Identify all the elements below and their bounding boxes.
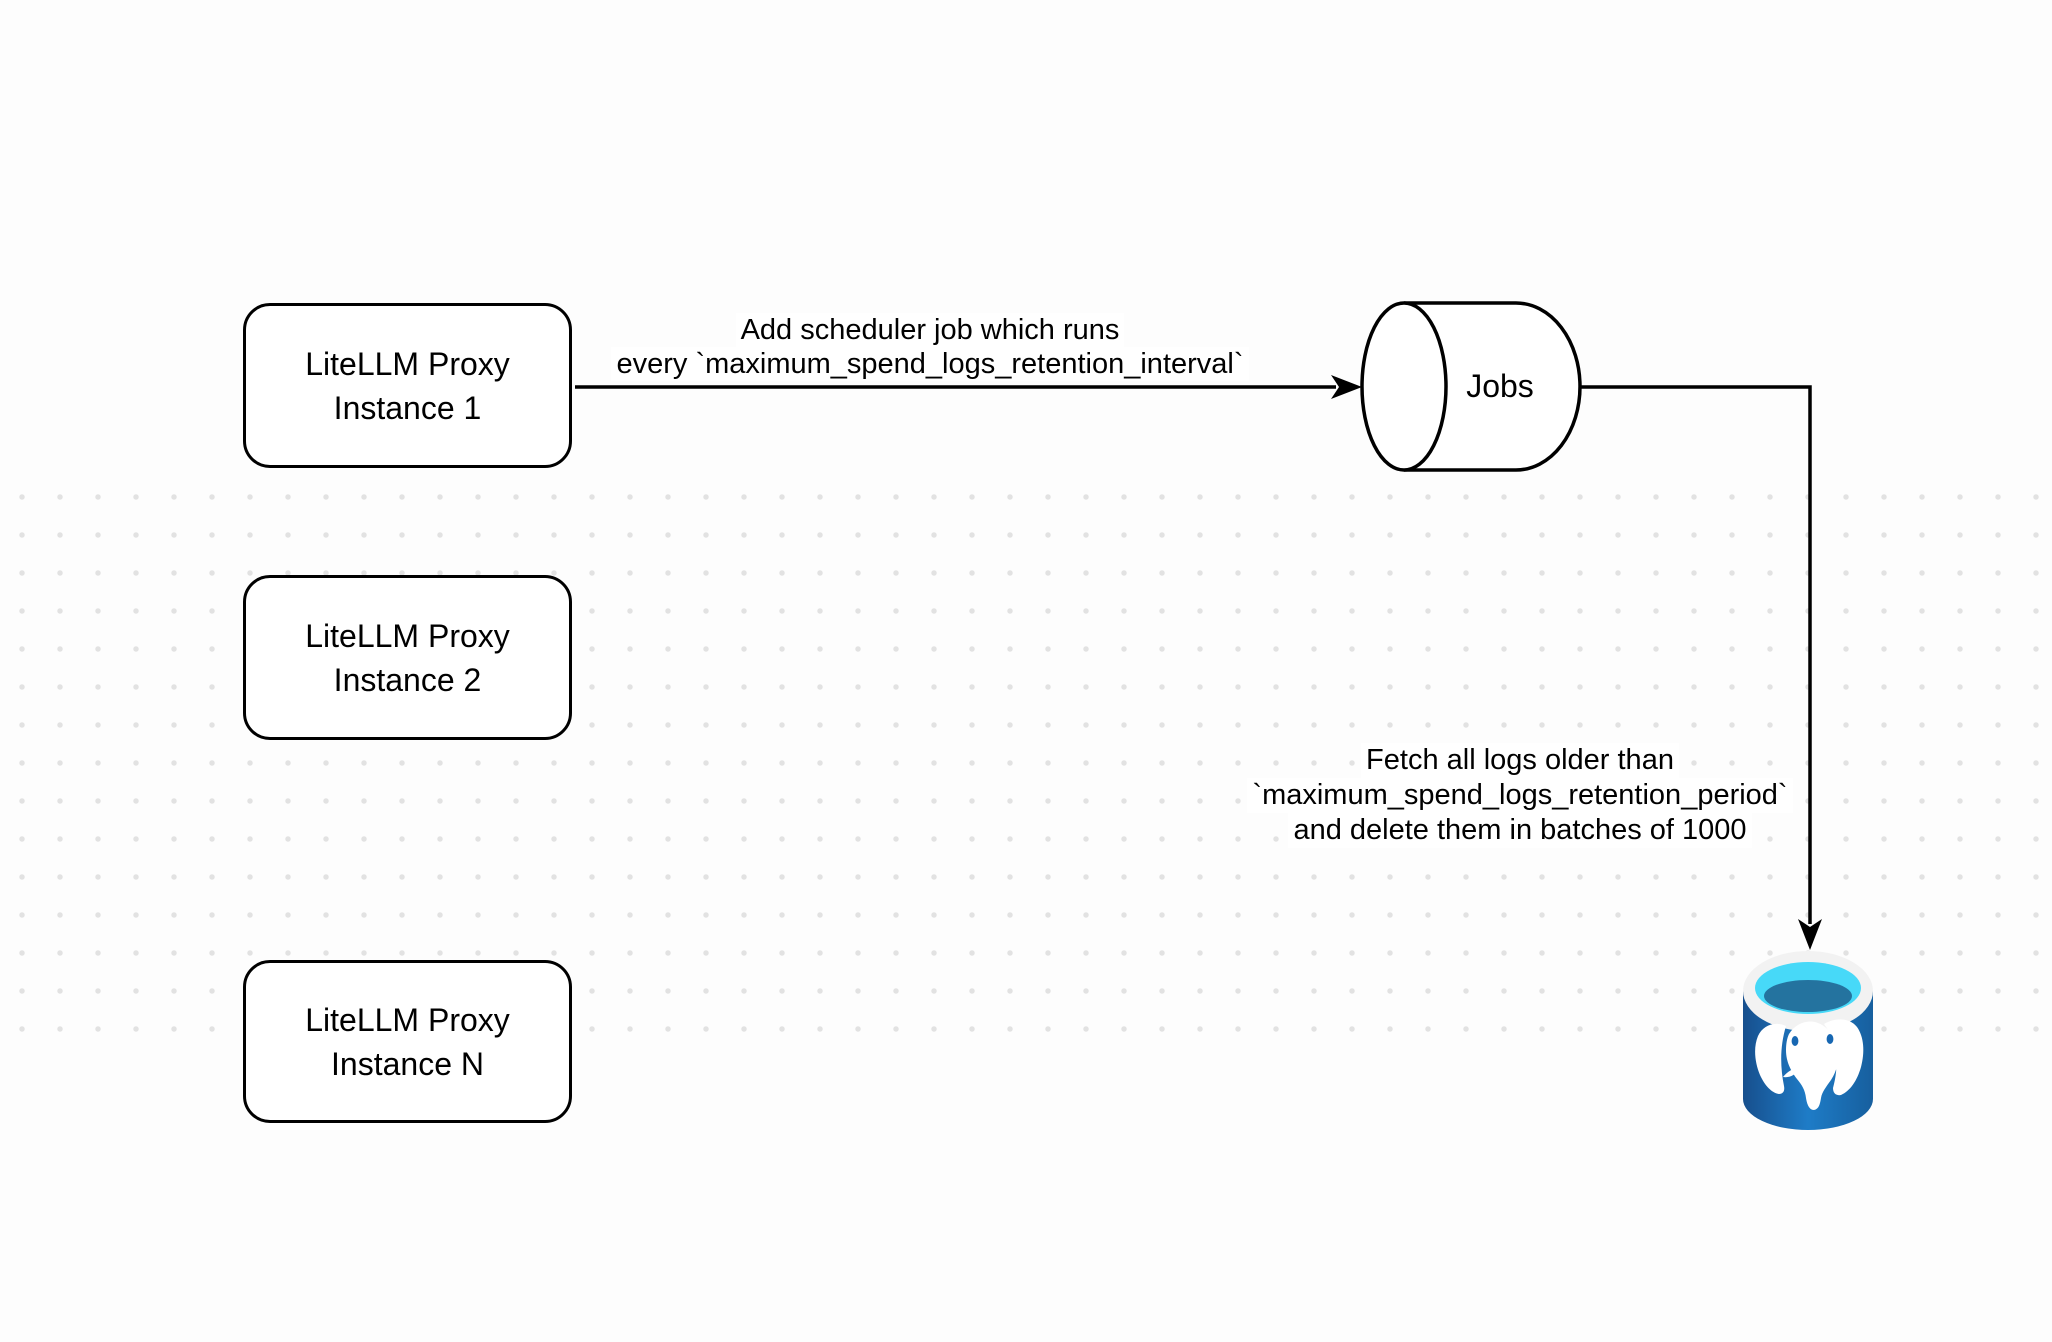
- postgres-elephant-left-eye: [1791, 1036, 1799, 1046]
- node-label-line: LiteLLM Proxy: [305, 617, 510, 654]
- edge-scheduler-arrow: [575, 375, 1362, 399]
- dot-grid-background: [0, 478, 2052, 1050]
- node-label-line: LiteLLM Proxy: [305, 345, 510, 382]
- edge-label-scheduler-job: Add scheduler job which runs every `maxi…: [480, 313, 1380, 381]
- node-litellm-proxy-instance-n: LiteLLM Proxy Instance N: [243, 960, 572, 1123]
- jobs-cylinder-shape: [1360, 301, 1582, 472]
- edge-label-line: and delete them in batches of 1000: [1288, 813, 1752, 848]
- arrowhead-right-icon: [1331, 375, 1362, 399]
- node-litellm-proxy-instance-2: LiteLLM Proxy Instance 2: [243, 575, 572, 740]
- edge-label-line: Fetch all logs older than: [1361, 743, 1679, 778]
- node-jobs-label: Jobs: [1466, 367, 1534, 404]
- edge-label-line: every `maximum_spend_logs_retention_inte…: [611, 347, 1249, 381]
- postgres-database-icon: [1743, 951, 1873, 1130]
- node-label-line: Instance 2: [333, 661, 482, 698]
- edge-label-line: Add scheduler job which runs: [735, 313, 1125, 347]
- edge-fetch-delete-arrow: [1580, 385, 1822, 950]
- node-label-line: Instance N: [331, 1045, 484, 1082]
- postgres-elephant-icon: [1755, 1019, 1864, 1110]
- arrowhead-down-icon: [1798, 919, 1822, 950]
- node-label-line: LiteLLM Proxy: [305, 1001, 510, 1038]
- edge-label-fetch-delete: Fetch all logs older than `maximum_spend…: [1170, 743, 1870, 848]
- node-label-line: Instance 1: [333, 389, 482, 426]
- node-litellm-proxy-instance-1: LiteLLM Proxy Instance 1: [243, 303, 572, 468]
- postgres-water-shadow: [1764, 980, 1852, 1012]
- edge-label-line: `maximum_spend_logs_retention_period`: [1247, 778, 1793, 813]
- postgres-elephant-right-eye: [1826, 1034, 1834, 1044]
